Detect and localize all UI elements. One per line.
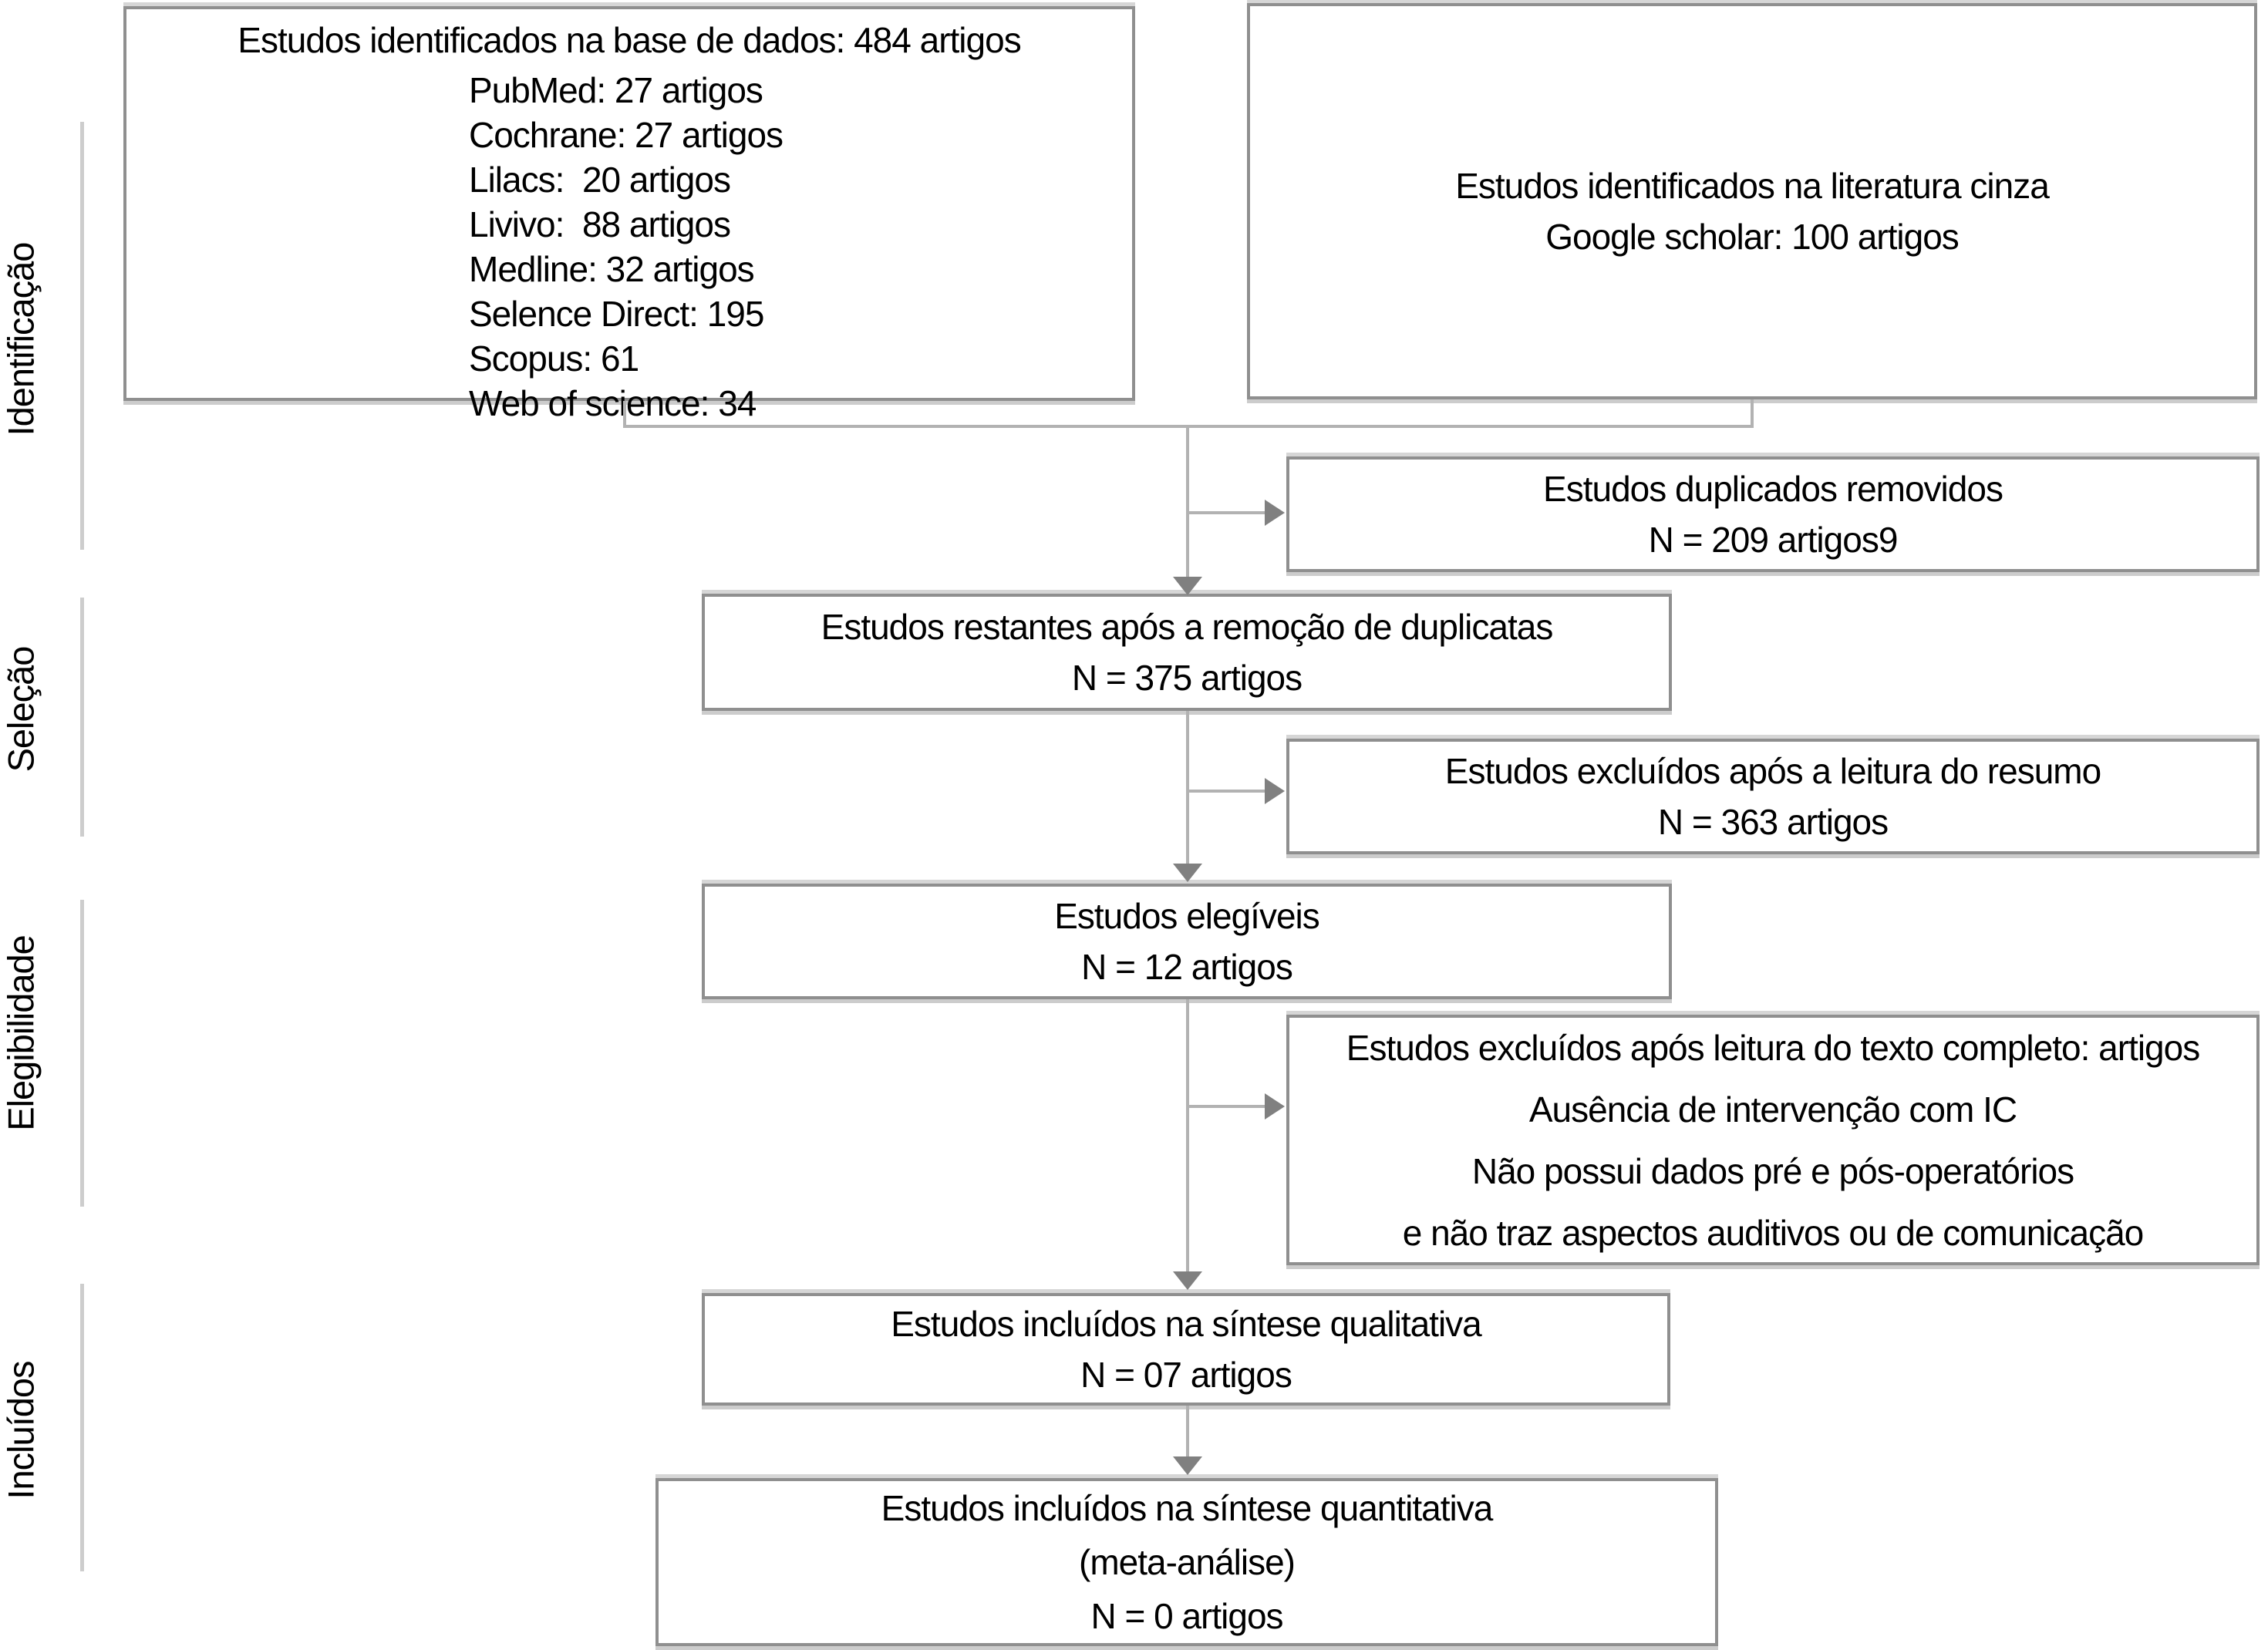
abstract-excluded-title: Estudos excluídos após a leitura do resu… [1444, 751, 2101, 791]
stage-label-included: Incluídos [0, 1361, 42, 1500]
stage-rail-eligibility [80, 900, 84, 1207]
arrowhead-right-icon [1265, 1093, 1285, 1120]
box-duplicates-removed: Estudos duplicados removidos N = 209 art… [1286, 456, 2260, 572]
quantitative-subtitle: (meta-análise) [1079, 1542, 1296, 1582]
database-item-scopus: Scopus: 61 [469, 338, 639, 379]
arrowhead-down-icon [1173, 577, 1202, 595]
remaining-count: N = 375 artigos [1071, 658, 1302, 698]
database-item-livivo: Livivo: 88 artigos [469, 204, 731, 244]
qualitative-title: Estudos incluídos na síntese qualitativa [891, 1304, 1481, 1344]
box-qualitative-synthesis: Estudos incluídos na síntese qualitativa… [702, 1293, 1670, 1406]
box-remaining-after-duplicates: Estudos restantes após a remoção de dupl… [702, 594, 1672, 711]
connector-branch-fulltext-excluded [1189, 1105, 1269, 1108]
remaining-title: Estudos restantes após a remoção de dupl… [821, 607, 1554, 647]
arrowhead-down-icon [1173, 1271, 1202, 1290]
arrowhead-right-icon [1265, 500, 1285, 526]
database-item-lilacs: Lilacs: 20 artigos [469, 160, 731, 200]
duplicates-removed-title: Estudos duplicados removidos [1543, 469, 2003, 509]
arrowhead-right-icon [1265, 778, 1285, 804]
connector-to-quantitative [1186, 1406, 1189, 1458]
database-item-cochrane: Cochrane: 27 artigos [469, 115, 784, 155]
stage-rail-included [80, 1284, 84, 1571]
box-fulltext-excluded: Estudos excluídos após leitura do texto … [1286, 1015, 2260, 1265]
stage-rail-selection [80, 598, 84, 837]
arrowhead-down-icon [1173, 864, 1202, 882]
connector-to-remaining [1186, 425, 1189, 579]
database-item-medline: Medline: 32 artigos [469, 249, 755, 289]
fulltext-excluded-reason-1: Ausência de intervenção com IC [1528, 1089, 2017, 1130]
quantitative-count: N = 0 artigos [1090, 1596, 1283, 1636]
connector-databases-down [623, 401, 626, 428]
box-databases-list: PubMed: 27 artigos Cochrane: 27 artigos … [469, 68, 1132, 426]
stage-label-identification: Identificação [0, 242, 42, 436]
connector-branch-duplicates [1189, 511, 1269, 514]
box-quantitative-synthesis: Estudos incluídos na síntese quantitativ… [655, 1478, 1718, 1646]
fulltext-excluded-reason-3: e não traz aspectos auditivos ou de comu… [1402, 1212, 2145, 1253]
database-item-pubmed: PubMed: 27 artigos [469, 70, 763, 110]
box-gray-literature: Estudos identificados na literatura cinz… [1247, 3, 2257, 399]
eligible-title: Estudos elegíveis [1054, 896, 1320, 936]
fulltext-excluded-reason-2: Não possui dados pré e pós-operatórios [1471, 1150, 2074, 1191]
quantitative-title: Estudos incluídos na síntese quantitativ… [881, 1488, 1494, 1528]
box-databases: Estudos identificados na base de dados: … [123, 6, 1135, 423]
eligible-count: N = 12 artigos [1081, 947, 1293, 987]
arrowhead-down-icon [1173, 1456, 1202, 1475]
duplicates-removed-count: N = 209 artigos9 [1648, 520, 1899, 560]
stage-label-selection: Seleção [0, 646, 42, 773]
connector-to-qualitative [1186, 999, 1189, 1273]
connector-branch-abstract-excluded [1189, 790, 1269, 793]
abstract-excluded-count: N = 363 artigos [1657, 802, 1889, 842]
database-item-science-direct: Selence Direct: 195 [469, 294, 764, 334]
box-eligible: Estudos elegíveis N = 12 artigos [702, 884, 1672, 999]
database-item-web-of-science: Web of science: 34 [469, 383, 757, 423]
connector-to-eligible [1186, 711, 1189, 865]
box-databases-title: Estudos identificados na base de dados: … [238, 20, 1021, 60]
gray-literature-title: Estudos identificados na literatura cinz… [1455, 166, 2050, 206]
connector-gray-literature-down [1751, 399, 1754, 428]
stage-label-eligibility: Elegibilidade [0, 935, 42, 1131]
fulltext-excluded-title: Estudos excluídos após leitura do texto … [1346, 1027, 2200, 1068]
gray-literature-count: Google scholar: 100 artigos [1545, 217, 1960, 257]
qualitative-count: N = 07 artigos [1080, 1355, 1292, 1395]
stage-rail-identification [80, 122, 84, 550]
box-abstract-excluded: Estudos excluídos após a leitura do resu… [1286, 739, 2260, 854]
